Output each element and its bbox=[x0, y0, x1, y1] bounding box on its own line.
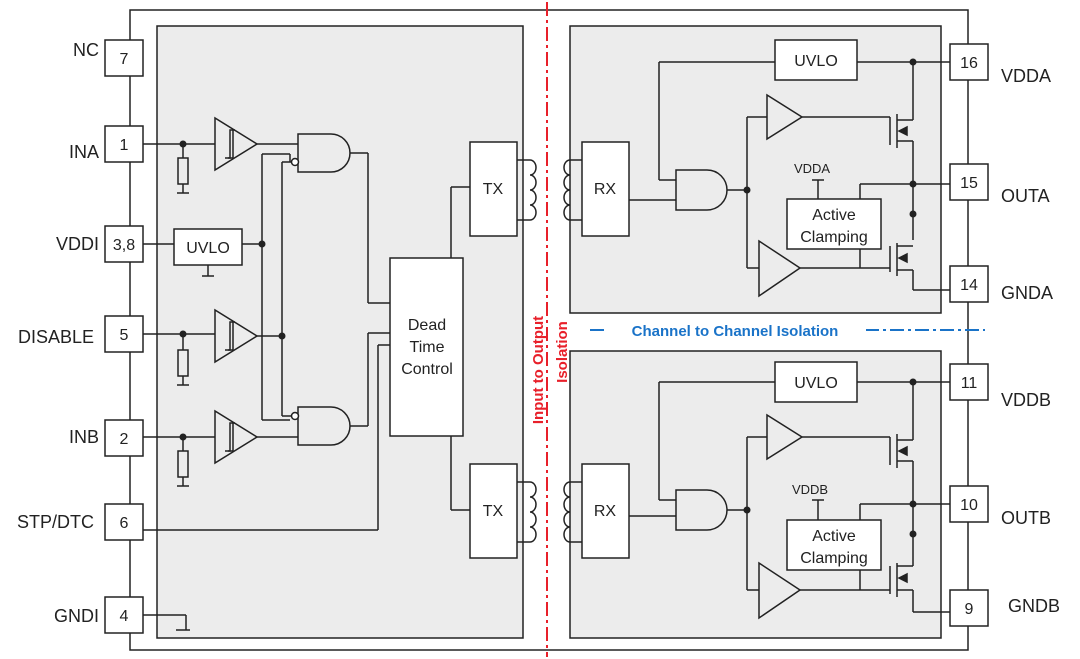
junction-a-outa bbox=[909, 180, 917, 188]
active-clamping-a-block bbox=[786, 198, 882, 250]
junction-vddi bbox=[258, 240, 266, 248]
pin-box-vddi bbox=[104, 225, 144, 263]
pin-num-vddb: 11 bbox=[961, 375, 978, 392]
pin-box-outa bbox=[949, 163, 989, 201]
pin-box-disable bbox=[104, 315, 144, 353]
pin-name-gndi: GNDI bbox=[54, 606, 99, 626]
pin-name-nc: NC bbox=[73, 40, 99, 60]
pin-name-gndb: GNDB bbox=[1008, 596, 1060, 616]
pin-num-inb: 2 bbox=[120, 431, 129, 448]
driver-b-high-buffer bbox=[766, 413, 804, 461]
pin-name-disable: DISABLE bbox=[18, 327, 94, 347]
pin-num-vddi: 3,8 bbox=[113, 237, 135, 254]
pin-box-outb bbox=[949, 485, 989, 523]
junction-b-and bbox=[743, 506, 751, 514]
vdda-ref-label: VDDA bbox=[794, 161, 830, 176]
junction-ina bbox=[179, 140, 187, 148]
rx-b-block bbox=[581, 463, 630, 559]
vddi-uvlo-label: UVLO bbox=[186, 240, 230, 257]
pin-name-ina: INA bbox=[69, 142, 99, 162]
pin-num-gndb: 9 bbox=[965, 601, 974, 618]
disable-schmitt-buffer bbox=[214, 308, 259, 364]
uvlo-a-label: UVLO bbox=[794, 53, 838, 70]
pin-num-disable: 5 bbox=[120, 327, 129, 344]
junction-b-fet bbox=[909, 530, 917, 538]
junction-disable-res bbox=[179, 330, 187, 338]
pin-box-nc bbox=[104, 39, 144, 77]
pin-num-stp-dtc: 6 bbox=[120, 515, 129, 532]
and-gate-a-input bbox=[297, 133, 351, 173]
input-output-isolation-label-2: Isolation bbox=[554, 321, 571, 383]
uvlo-a-block bbox=[774, 39, 858, 81]
vddi-uvlo-block bbox=[173, 228, 243, 266]
pin-box-vdda bbox=[949, 43, 989, 81]
rx-b-label: RX bbox=[594, 503, 617, 520]
pin-name-outa: OUTA bbox=[1001, 186, 1050, 206]
pin-box-gndi bbox=[104, 596, 144, 634]
active-clamping-b-label-2: Clamping bbox=[800, 550, 868, 567]
dead-time-label-3: Control bbox=[401, 361, 453, 378]
transformer-b-primary bbox=[529, 481, 537, 543]
rx-a-block bbox=[581, 141, 630, 237]
pin-name-vddb: VDDB bbox=[1001, 390, 1051, 410]
junction-b-vddb bbox=[909, 378, 917, 386]
dead-time-label-2: Time bbox=[410, 339, 445, 356]
rx-a-label: RX bbox=[594, 181, 617, 198]
driver-a-low-buffer bbox=[758, 239, 802, 298]
and-gate-b-input bbox=[297, 406, 351, 446]
junction-disable bbox=[278, 332, 286, 340]
pin-box-gnda bbox=[949, 265, 989, 303]
junction-a-fet bbox=[909, 210, 917, 218]
dead-time-control-block bbox=[389, 257, 464, 437]
ina-schmitt-buffer bbox=[214, 116, 259, 172]
active-clamping-b-block bbox=[786, 519, 882, 571]
input-side-block bbox=[156, 25, 524, 639]
pin-box-inb bbox=[104, 419, 144, 457]
pin-name-vddi: VDDI bbox=[56, 234, 99, 254]
pin-num-gndi: 4 bbox=[120, 608, 129, 625]
active-clamping-a-label-1: Active bbox=[812, 207, 856, 224]
junction-a-vdda bbox=[909, 58, 917, 66]
uvlo-b-label: UVLO bbox=[794, 375, 838, 392]
transformer-b-secondary bbox=[563, 481, 571, 543]
tx-b-block bbox=[469, 463, 518, 559]
tx-a-block bbox=[469, 141, 518, 237]
channel-a-block bbox=[569, 25, 942, 314]
pin-num-gnda: 14 bbox=[960, 277, 978, 294]
channel-channel-isolation-label: Channel to Channel Isolation bbox=[632, 323, 839, 340]
vddb-ref-label: VDDB bbox=[792, 482, 828, 497]
pin-box-gndb bbox=[949, 589, 989, 627]
junction-inb bbox=[179, 433, 187, 441]
pin-num-vdda: 16 bbox=[960, 55, 978, 72]
input-output-isolation-label-1: Input to Output bbox=[530, 316, 547, 424]
pin-num-ina: 1 bbox=[120, 137, 129, 154]
pin-box-ina bbox=[104, 125, 144, 163]
driver-a-high-buffer bbox=[766, 93, 804, 141]
pin-num-nc: 7 bbox=[120, 51, 129, 68]
pin-name-inb: INB bbox=[69, 427, 99, 447]
tx-a-label: TX bbox=[483, 181, 504, 198]
transformer-a-secondary bbox=[563, 159, 571, 221]
pin-box-stp-dtc bbox=[104, 503, 144, 541]
and-gate-a-output bbox=[675, 169, 728, 211]
dead-time-label-1: Dead bbox=[408, 317, 446, 334]
pin-name-stp-dtc: STP/DTC bbox=[17, 512, 94, 532]
pin-name-outb: OUTB bbox=[1001, 508, 1051, 528]
active-clamping-b-label-1: Active bbox=[812, 528, 856, 545]
transformer-a-primary bbox=[529, 159, 537, 221]
tx-b-label: TX bbox=[483, 503, 504, 520]
pin-name-vdda: VDDA bbox=[1001, 66, 1051, 86]
active-clamping-a-label-2: Clamping bbox=[800, 229, 868, 246]
and-gate-b-output bbox=[675, 489, 728, 531]
pin-num-outa: 15 bbox=[960, 175, 978, 192]
driver-b-low-buffer bbox=[758, 561, 802, 620]
pin-name-gnda: GNDA bbox=[1001, 283, 1053, 303]
junction-a-and bbox=[743, 186, 751, 194]
inb-schmitt-buffer bbox=[214, 409, 259, 465]
junction-b-outb bbox=[909, 500, 917, 508]
pin-num-outb: 10 bbox=[960, 497, 978, 514]
